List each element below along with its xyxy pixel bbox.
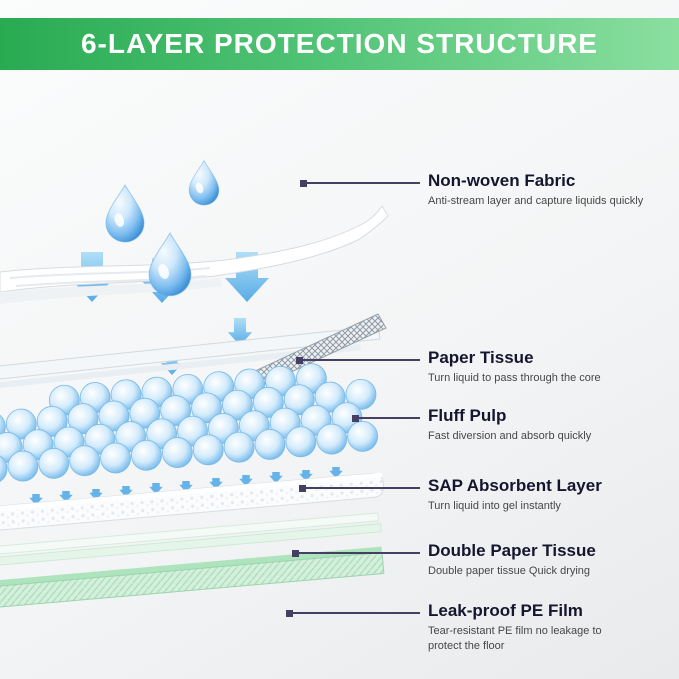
callout-non-woven-fabric: Non-woven Fabric Anti-stream layer and c… bbox=[428, 171, 643, 209]
callout-desc: Fast diversion and absorb quickly bbox=[428, 430, 592, 442]
callout-connector-double-paper-tissue bbox=[292, 550, 420, 557]
layer-sap-absorbent bbox=[0, 472, 385, 531]
callout-connector-paper-tissue bbox=[296, 357, 420, 364]
banner: 6-LAYER PROTECTION STRUCTURE bbox=[0, 18, 679, 70]
banner-title: 6-LAYER PROTECTION STRUCTURE bbox=[80, 28, 598, 59]
callout-desc: Turn liquid into gel instantly bbox=[428, 500, 561, 512]
callout-double-paper-tissue: Double Paper Tissue Double paper tissue … bbox=[428, 541, 596, 579]
callout-connector-pe-film bbox=[286, 610, 420, 617]
callout-desc: Tear-resistant PE film no leakage to pro… bbox=[428, 625, 602, 652]
callout-desc: Double paper tissue Quick drying bbox=[428, 565, 591, 577]
callout-connector-sap-layer bbox=[299, 485, 420, 492]
callout-connector-non-woven-fabric bbox=[300, 180, 420, 187]
callout-title: Leak-proof PE Film bbox=[428, 601, 583, 620]
callout-desc: Turn liquid to pass through the core bbox=[428, 372, 601, 384]
callout-title: SAP Absorbent Layer bbox=[428, 476, 602, 495]
callout-title: Non-woven Fabric bbox=[428, 171, 576, 190]
layer-double-paper-tissue bbox=[0, 512, 382, 567]
callout-leak-proof-pe-film: Leak-proof PE Film Tear-resistant PE fil… bbox=[428, 601, 618, 654]
callout-paper-tissue: Paper Tissue Turn liquid to pass through… bbox=[428, 348, 601, 386]
water-droplet-icon bbox=[105, 184, 145, 243]
callout-fluff-pulp: Fluff Pulp Fast diversion and absorb qui… bbox=[428, 406, 591, 444]
callout-title: Paper Tissue bbox=[428, 348, 534, 367]
callout-connector-fluff-pulp bbox=[352, 415, 420, 422]
water-droplet-icon bbox=[148, 232, 192, 297]
water-droplet-icon bbox=[188, 160, 220, 206]
callout-desc: Anti-stream layer and capture liquids qu… bbox=[428, 195, 644, 207]
layer-non-woven-fabric bbox=[0, 205, 389, 304]
layer-pe-film bbox=[0, 546, 385, 609]
callout-sap-absorbent-layer: SAP Absorbent Layer Turn liquid into gel… bbox=[428, 476, 602, 514]
callout-title: Double Paper Tissue bbox=[428, 541, 596, 560]
callout-title: Fluff Pulp bbox=[428, 406, 507, 425]
